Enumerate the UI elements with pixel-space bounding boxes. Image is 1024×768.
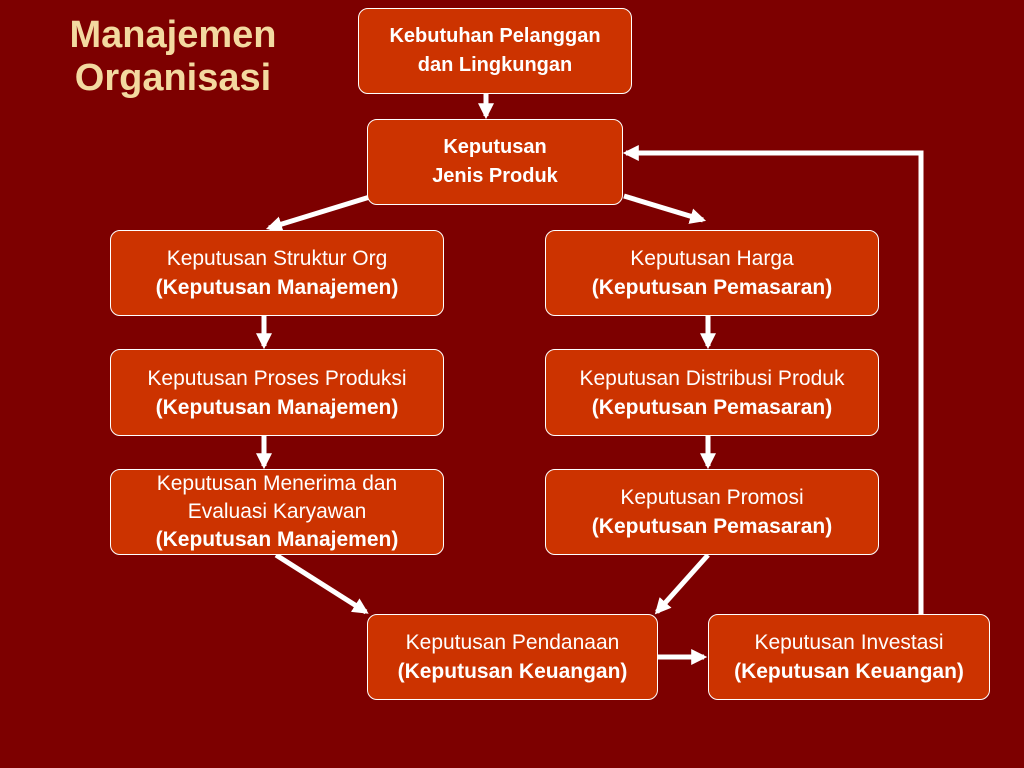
box-keputusan-menerima-karyawan: Keputusan Menerima dan Evaluasi Karyawan… — [110, 469, 444, 555]
box-pendanaan-line-2: (Keputusan Keuangan) — [397, 660, 628, 683]
box-jenis-line-2: Jenis Produk — [432, 165, 558, 187]
box-keputusan-proses-produksi: Keputusan Proses Produksi (Keputusan Man… — [110, 349, 444, 436]
box-keputusan-distribusi-produk: Keputusan Distribusi Produk (Keputusan P… — [545, 349, 879, 436]
box-keputusan-jenis-produk: Keputusan Jenis Produk — [367, 119, 623, 205]
title-line-1: Manajemen — [69, 14, 277, 56]
box-distribusi-line-2: (Keputusan Pemasaran) — [591, 395, 833, 419]
box-keputusan-struktur-org: Keputusan Struktur Org (Keputusan Manaje… — [110, 230, 444, 316]
box-promosi-line-2: (Keputusan Pemasaran) — [591, 515, 833, 538]
box-menerima-line-1: Keputusan Menerima dan — [156, 472, 398, 495]
box-keputusan-promosi: Keputusan Promosi (Keputusan Pemasaran) — [545, 469, 879, 555]
box-investasi-line-2: (Keputusan Keuangan) — [734, 660, 964, 683]
box-menerima-line-3: (Keputusan Manajemen) — [155, 528, 399, 551]
box-kebutuhan-line-2: dan Lingkungan — [417, 54, 573, 76]
box-struktur-line-1: Keputusan Struktur Org — [166, 247, 388, 270]
arrow-promosi-to-pendanaan — [654, 553, 710, 615]
box-jenis-line-1: Keputusan — [443, 136, 547, 158]
arrow-jenis-to-harga — [623, 193, 707, 224]
box-keputusan-pendanaan: Keputusan Pendanaan (Keputusan Keuangan) — [367, 614, 658, 700]
arrow-menerima-to-pendanaan — [274, 552, 369, 615]
page-title: Manajemen Organisasi — [18, 14, 328, 100]
box-struktur-line-2: (Keputusan Manajemen) — [155, 276, 399, 299]
box-kebutuhan-line-1: Kebutuhan Pelanggan — [389, 25, 601, 47]
arrow-investasi-feedback-to-jenis — [622, 144, 924, 614]
box-kebutuhan-pelanggan: Kebutuhan Pelanggan dan Lingkungan — [358, 8, 632, 94]
box-distribusi-line-1: Keputusan Distribusi Produk — [579, 366, 845, 390]
box-pendanaan-line-1: Keputusan Pendanaan — [405, 631, 620, 654]
box-harga-line-1: Keputusan Harga — [630, 247, 794, 270]
box-proses-line-2: (Keputusan Manajemen) — [155, 395, 399, 419]
title-line-2: Organisasi — [74, 57, 272, 99]
box-harga-line-2: (Keputusan Pemasaran) — [591, 276, 833, 299]
box-investasi-line-1: Keputusan Investasi — [754, 631, 944, 654]
box-menerima-line-2: Evaluasi Karyawan — [187, 500, 367, 523]
arrow-jenis-to-struktur — [265, 193, 374, 232]
box-keputusan-investasi: Keputusan Investasi (Keputusan Keuangan) — [708, 614, 990, 700]
box-keputusan-harga: Keputusan Harga (Keputusan Pemasaran) — [545, 230, 879, 316]
box-promosi-line-1: Keputusan Promosi — [620, 486, 804, 509]
box-proses-line-1: Keputusan Proses Produksi — [147, 366, 407, 390]
